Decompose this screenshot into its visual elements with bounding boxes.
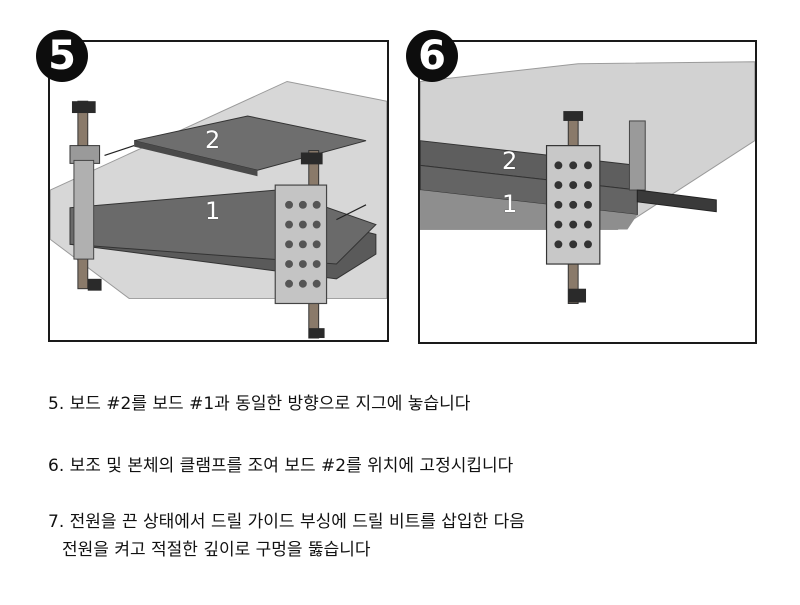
board-label-1: 1 [502, 190, 518, 218]
instruction-step-7-continuation: 전원을 켜고 적절한 깊이로 구멍을 뚫습니다 [62, 540, 371, 560]
jig-illustration-6 [420, 61, 755, 305]
instruction-step-5: 5. 보드 #2를 보드 #1과 동일한 방향으로 지그에 놓습니다 [48, 394, 471, 414]
step-5-badge: 5 [36, 30, 88, 82]
instruction-step-7: 7. 전원을 끈 상태에서 드릴 가이드 부싱에 드릴 비트를 삽입한 다음 [48, 512, 525, 532]
step-6-badge: 6 [406, 30, 458, 82]
board-label-2: 2 [502, 147, 518, 175]
board-label-1: 1 [205, 197, 221, 225]
placement-arrow-right [336, 204, 367, 221]
illustration-step-6: 2 1 [418, 40, 757, 344]
jig-illustration-5 [50, 80, 387, 339]
illustration-step-5: 2 1 [48, 40, 389, 342]
board-label-2: 2 [205, 126, 221, 154]
placement-arrow-left [104, 145, 135, 157]
instruction-step-6: 6. 보조 및 본체의 클램프를 조여 보드 #2를 위치에 고정시킵니다 [48, 456, 514, 476]
